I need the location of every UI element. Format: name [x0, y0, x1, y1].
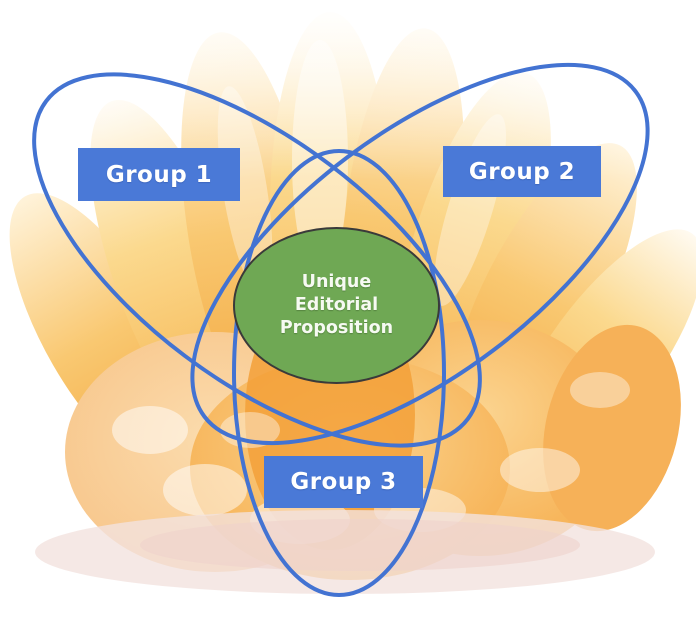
floor-shadow: [35, 510, 655, 594]
group2-label: Group 2: [443, 146, 601, 197]
center-text-line3: Proposition: [279, 318, 394, 338]
center-text-line1: Unique: [301, 272, 372, 292]
group2-label-text: Group 2: [468, 158, 576, 185]
venn-ellipses: [32, 62, 650, 597]
unique-editorial-proposition-ellipse: Unique Editorial Proposition: [233, 227, 440, 384]
group3-ellipse: [232, 149, 446, 597]
group1-label: Group 1: [78, 148, 240, 201]
group3-label: Group 3: [264, 456, 423, 508]
group3-label-text: Group 3: [290, 469, 397, 495]
group2-ellipse: [190, 62, 650, 446]
group1-label-text: Group 1: [105, 161, 213, 188]
group1-ellipse: [32, 72, 482, 448]
center-text-line2: Editorial: [294, 295, 379, 315]
